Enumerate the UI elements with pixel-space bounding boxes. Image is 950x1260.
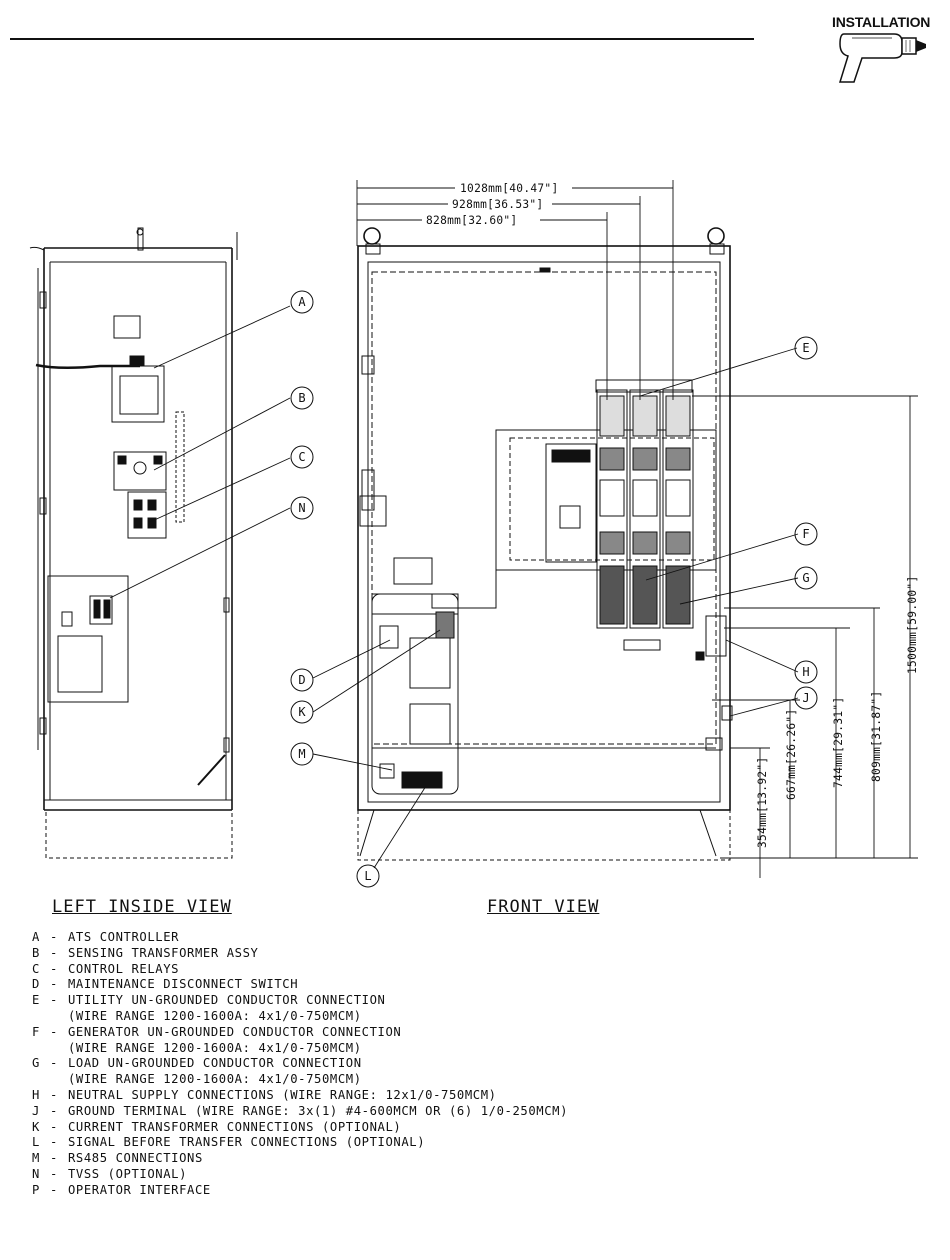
legend-item: H-NEUTRAL SUPPLY CONNECTIONS (WIRE RANGE…	[32, 1087, 497, 1102]
legend-item-cont: (WIRE RANGE 1200-1600A: 4x1/0-750MCM)	[68, 1040, 362, 1055]
dim-height-744: 744mm[29.31"]	[832, 697, 845, 788]
legend-item: C-CONTROL RELAYS	[32, 961, 180, 976]
callout-D: D	[298, 673, 305, 687]
legend-item: E-UTILITY UN-GROUNDED CONDUCTOR CONNECTI…	[32, 993, 386, 1008]
dim-height-total: 1500mm[59.00"]	[906, 576, 919, 675]
callout-F: F	[802, 527, 809, 541]
legend-item: P-OPERATOR INTERFACE	[32, 1182, 211, 1197]
legend-item: B-SENSING TRANSFORMER ASSY	[32, 945, 259, 960]
callout-E: E	[802, 341, 809, 355]
dim-height-809: 809mm[31.87"]	[870, 691, 883, 782]
dim-width-inner: 828mm[32.60"]	[426, 214, 517, 227]
callout-B: B	[298, 391, 305, 405]
callout-H: H	[802, 665, 809, 679]
legend: A-ATS CONTROLLER B-SENSING TRANSFORMER A…	[32, 930, 568, 1199]
callout-C: C	[298, 450, 305, 464]
legend-item: J-GROUND TERMINAL (WIRE RANGE: 3x(1) #4-…	[32, 1103, 569, 1118]
callout-J: J	[802, 691, 809, 705]
left-inside-view	[29, 227, 238, 859]
callout-bubbles	[290, 290, 818, 888]
callout-L: L	[364, 869, 371, 883]
installation-drawing: 1028mm[40.47"] 928mm[36.53"] 828mm[32.60…	[29, 180, 919, 888]
legend-item: L-SIGNAL BEFORE TRANSFER CONNECTIONS (OP…	[32, 1135, 426, 1150]
front-view	[357, 227, 733, 861]
legend-item-cont: (WIRE RANGE 1200-1600A: 4x1/0-750MCM)	[68, 1072, 362, 1087]
callout-N: N	[298, 501, 305, 515]
callout-G: G	[802, 571, 809, 585]
legend-item: K-CURRENT TRANSFORMER CONNECTIONS (OPTIO…	[32, 1119, 402, 1134]
dimension-lines	[356, 180, 918, 878]
callout-K: K	[298, 705, 306, 719]
header-rule	[10, 38, 754, 40]
section-title: INSTALLATION	[832, 14, 931, 30]
drill-icon	[838, 33, 926, 83]
legend-item: M-RS485 CONNECTIONS	[32, 1151, 203, 1166]
left-view-label: LEFT INSIDE VIEW	[52, 897, 232, 917]
callout-leaders	[109, 305, 799, 869]
front-view-label: FRONT VIEW	[487, 897, 600, 917]
legend-item: N-TVSS (OPTIONAL)	[32, 1166, 188, 1181]
callout-A: A	[298, 295, 306, 309]
legend-item: A-ATS CONTROLLER	[32, 930, 180, 944]
pole-columns	[596, 389, 694, 629]
dim-height-667: 667mm[26.26"]	[785, 709, 798, 800]
dim-height-354: 354mm[13.92"]	[756, 757, 769, 848]
legend-item-cont: (WIRE RANGE 1200-1600A: 4x1/0-750MCM)	[68, 1008, 362, 1023]
legend-item: D-MAINTENANCE DISCONNECT SWITCH	[32, 977, 299, 992]
legend-item: G-LOAD UN-GROUNDED CONDUCTOR CONNECTION	[32, 1056, 362, 1071]
callout-M: M	[298, 747, 305, 761]
dim-width-mid: 928mm[36.53"]	[452, 198, 543, 211]
dim-width-overall: 1028mm[40.47"]	[460, 182, 559, 195]
legend-item: F-GENERATOR UN-GROUNDED CONDUCTOR CONNEC…	[32, 1024, 402, 1039]
